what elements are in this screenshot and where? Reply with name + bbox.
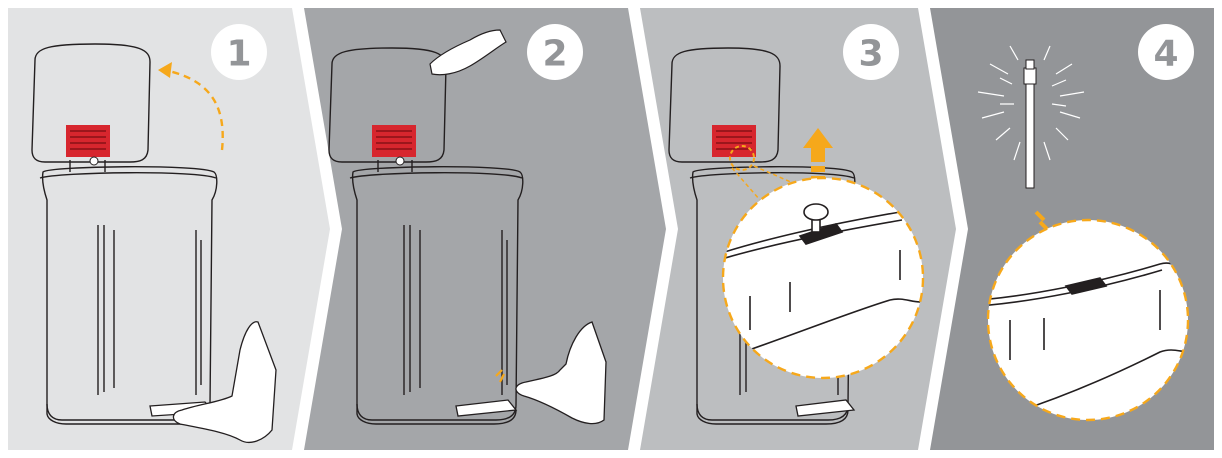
lock-pin-icon [1024, 60, 1036, 188]
filter-cartridge [712, 125, 756, 157]
step-number-2: 2 [542, 34, 567, 75]
step-number-1: 1 [226, 34, 251, 75]
step-number-3: 3 [858, 34, 883, 75]
step-number-4: 4 [1153, 34, 1178, 75]
